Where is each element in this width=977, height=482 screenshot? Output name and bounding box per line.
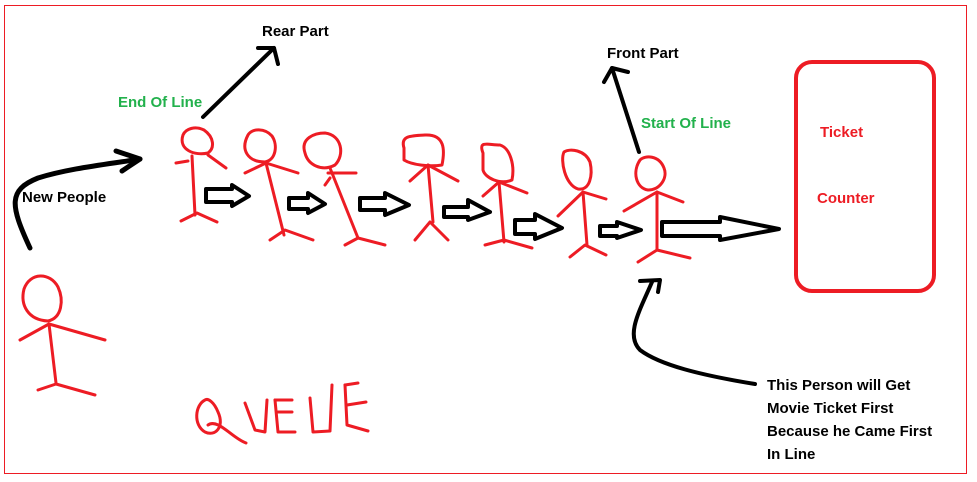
person-6-icon (556, 148, 608, 259)
pointer-arrow-icon (631, 278, 757, 386)
block-arrow-6-icon (598, 220, 643, 240)
person-2-icon (243, 128, 315, 242)
person-5-icon (480, 142, 534, 250)
front-part-label: Front Part (607, 45, 679, 62)
note-line-1: This Person will Get (767, 377, 911, 394)
front-part-arrow-icon (602, 66, 641, 154)
block-arrow-1-icon (204, 183, 251, 208)
note-line-4: In Line (767, 446, 816, 463)
queue-handwritten-title (195, 381, 370, 445)
diagram-border (4, 5, 967, 474)
person-4-icon (401, 133, 460, 242)
start-of-line-label: Start Of Line (641, 115, 732, 132)
note-line-2: Movie Ticket First (767, 400, 894, 417)
note-line-3: Because he Came First (767, 423, 933, 440)
new-people-label: New People (22, 189, 107, 206)
rear-part-arrow-icon (201, 46, 280, 119)
person-start-of-line-icon (622, 155, 692, 264)
block-arrow-5-icon (513, 212, 564, 241)
new-person-icon (18, 274, 107, 397)
new-people-arrow-icon (12, 148, 143, 251)
block-arrow-4-icon (442, 198, 492, 222)
block-arrow-3-icon (358, 191, 411, 217)
rear-part-label: Rear Part (262, 23, 329, 40)
counter-label: Counter (817, 190, 875, 207)
person-end-of-line-icon (174, 126, 228, 224)
ticket-counter-box (794, 60, 936, 293)
explanation-note: This Person will Get Movie Ticket First … (767, 374, 932, 466)
block-arrow-to-counter-icon (660, 215, 781, 242)
block-arrow-2-icon (287, 191, 327, 215)
ticket-label: Ticket (820, 124, 864, 141)
end-of-line-label: End Of Line (118, 94, 203, 111)
person-3-icon (302, 131, 387, 247)
